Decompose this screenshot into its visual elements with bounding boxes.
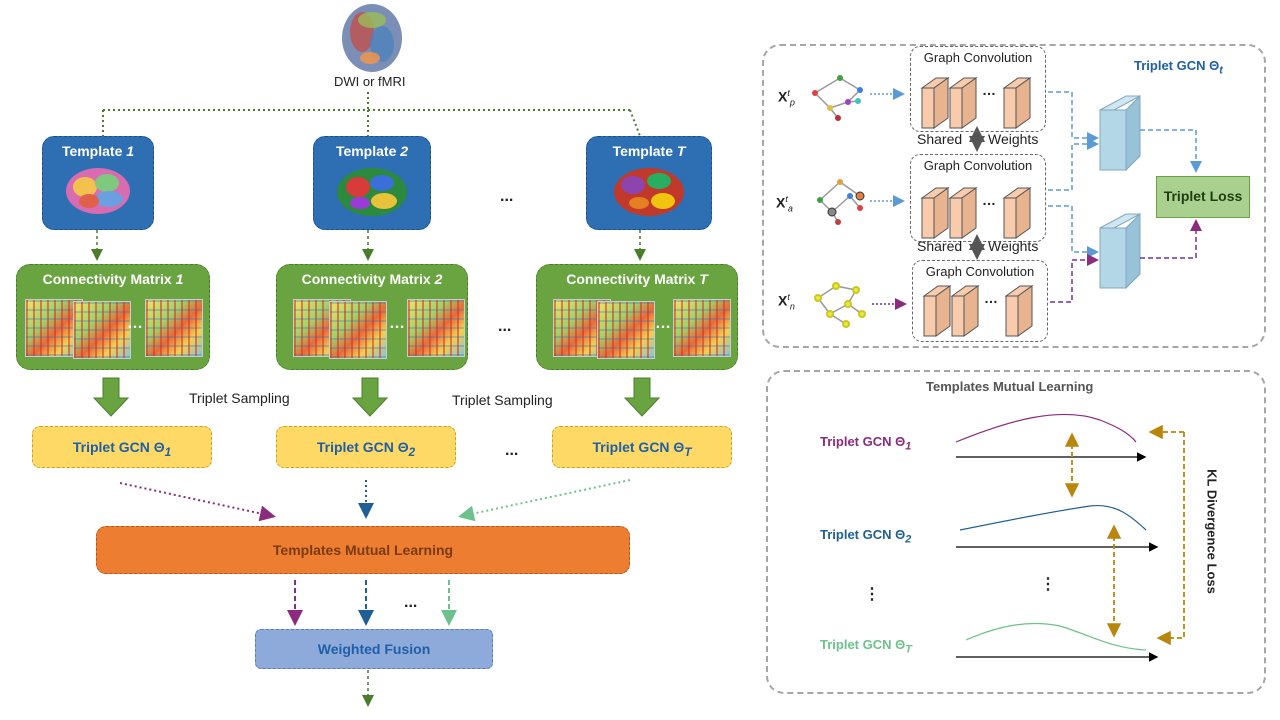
mutual-label-T: Triplet GCN ΘT [820, 637, 912, 656]
conv-ellipsis-1: … [982, 82, 996, 98]
connectivity-matrix [145, 299, 203, 357]
graph-n-icon [814, 282, 866, 328]
connectivity-matrix [407, 299, 465, 357]
distribution-curves [955, 413, 1147, 651]
x-anchor-label: Xta [776, 194, 793, 214]
triplet-gcn-panel [762, 44, 1266, 348]
triplet-sampling-label-2: Triplet Sampling [452, 392, 553, 408]
mutual-learning-panel-title: Templates Mutual Learning [926, 379, 1094, 394]
template-box-2: Template 2 [313, 136, 431, 230]
gc-to-embedding-arrows [1048, 91, 1202, 303]
connectivity-box-1: Connectivity Matrix 1 … [16, 264, 210, 370]
mutual-learning-panel [766, 370, 1266, 694]
connectivity-box-2: Connectivity Matrix 2 … [276, 264, 468, 370]
template-box-T: Template T [586, 136, 712, 230]
connectivity-title-1: Connectivity Matrix 1 [42, 271, 184, 287]
triplet-gcn-box-1: Triplet GCN Θ1 [32, 426, 212, 468]
kl-arrows [1064, 424, 1185, 646]
graph-convolution-title: Graph Convolution [925, 264, 1035, 279]
x-positive-label: Xtp [778, 88, 795, 108]
connectivity-ellipsis: ... [498, 318, 512, 335]
weighted-fusion-box: Weighted Fusion [255, 629, 493, 669]
input-label: DWI or fMRI [334, 74, 406, 89]
axis-arrows [956, 452, 1159, 662]
triplet-sampling-label-1: Triplet Sampling [189, 390, 290, 406]
connectivity-matrix [673, 299, 731, 357]
input-brain-icon [342, 4, 402, 72]
gcn-ellipsis: ... [505, 442, 519, 459]
brain-atlas-icon [614, 168, 684, 216]
x-negative-label: Xtn [778, 292, 795, 312]
template-ellipsis: ... [500, 188, 514, 205]
embedding-cubes [1099, 94, 1141, 290]
template-title-2: Template 2 [335, 143, 409, 159]
template-title-1: Template 1 [61, 143, 135, 159]
shared-label-2: Shared [917, 238, 963, 254]
triplet-loss-box: Triplet Loss [1156, 176, 1250, 218]
mutual-vertical-ellipsis: ⋮ [864, 586, 880, 603]
graph-convolution-box-3: Graph Convolution [912, 260, 1048, 342]
weights-label-1: Weights [988, 131, 1039, 147]
graph-convolution-box-1: Graph Convolution [910, 46, 1046, 132]
templates-mutual-learning-box: Templates Mutual Learning [96, 526, 630, 574]
curve-vertical-ellipsis: ⋮ [1040, 576, 1056, 593]
connectivity-matrix [329, 301, 387, 359]
triplet-gcn-box-T: Triplet GCN ΘT [552, 426, 732, 468]
matrix-ellipsis: … [389, 315, 405, 332]
matrix-ellipsis: … [655, 315, 671, 332]
fusion-ellipsis: ... [404, 594, 418, 611]
gcnT-to-mutual-arrow [458, 479, 631, 522]
triplet-sampling-arrows [92, 377, 661, 417]
triplet-gcn-panel-title: Triplet GCN Θt [1134, 58, 1223, 77]
graph-p-icon [812, 75, 863, 121]
connectivity-title-T: Connectivity Matrix T [566, 271, 708, 287]
input-branch-lines [102, 92, 641, 137]
graph-convolution-title: Graph Convolution [923, 50, 1033, 65]
connectivity-title-2: Connectivity Matrix 2 [301, 271, 443, 287]
weights-label-2: Weights [988, 238, 1039, 254]
graph-convolution-title: Graph Convolution [923, 158, 1033, 173]
conv-ellipsis-2: … [982, 192, 996, 208]
brain-atlas-icon [337, 168, 407, 216]
graph-a-icon [817, 179, 865, 225]
template-to-matrix-arrows [91, 230, 646, 261]
kl-divergence-label: KL Divergence Loss [1204, 469, 1220, 594]
gcn1-to-mutual-arrow [119, 482, 276, 522]
template-title-T: Template T [612, 143, 686, 159]
brain-atlas-icon [66, 168, 130, 214]
mutual-label-1: Triplet GCN Θ1 [820, 434, 912, 453]
shared-label-1: Shared [917, 131, 963, 147]
conv-layer-cubes [920, 77, 1034, 337]
template-box-1: Template 1 [42, 136, 154, 230]
conv-ellipsis-3: … [984, 290, 998, 306]
graph-convolution-box-2: Graph Convolution [910, 154, 1046, 242]
connectivity-box-T: Connectivity Matrix T … [536, 264, 738, 370]
mutual-label-2: Triplet GCN Θ2 [820, 527, 912, 546]
matrix-ellipsis: … [127, 315, 143, 332]
connectivity-matrix [25, 299, 83, 357]
triplet-gcn-box-2: Triplet GCN Θ2 [276, 426, 456, 468]
connectivity-matrix [73, 301, 131, 359]
connectivity-matrix [597, 301, 655, 359]
